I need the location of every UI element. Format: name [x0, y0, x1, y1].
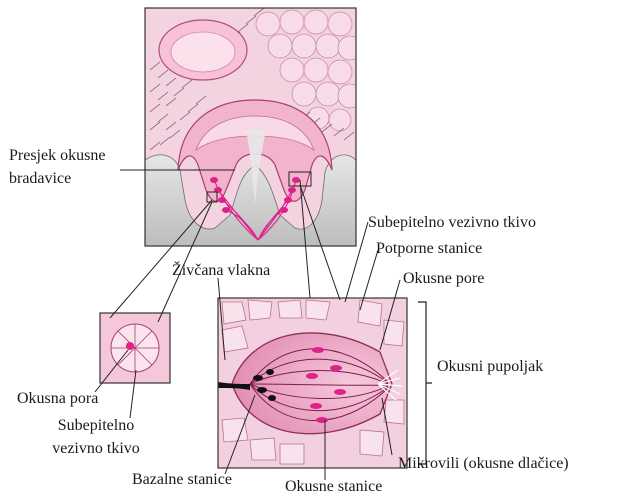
- label-microvilli: Mikrovili (okusne dlačice): [398, 455, 569, 473]
- papilla-block: [145, 8, 362, 246]
- taste-bud-block: [218, 298, 407, 468]
- label-basal-cells: Bazalne stanice: [132, 471, 232, 489]
- label-taste-bud: Okusni pupoljak: [437, 358, 543, 376]
- label-subepithelial-tissue-bottom-line2: vezivno tkivo: [43, 440, 149, 458]
- label-supporting-cells: Potporne stanice: [376, 240, 482, 258]
- label-taste-cells: Okusne stanice: [285, 478, 382, 496]
- label-taste-pores: Okusne pore: [403, 270, 484, 288]
- taste-bud-bracket: [418, 302, 432, 464]
- label-papilla-section-line2: bradavice: [9, 170, 71, 188]
- label-subepithelial-tissue-bottom-line1: Subepitelno: [43, 417, 149, 435]
- label-subepithelial-tissue-top: Subepitelno vezivno tkivo: [368, 214, 536, 232]
- label-nerve-fibers: Živčana vlakna: [172, 262, 270, 280]
- label-papilla-section-line1: Presjek okusne: [9, 147, 105, 165]
- label-taste-pore: Okusna pora: [17, 390, 98, 408]
